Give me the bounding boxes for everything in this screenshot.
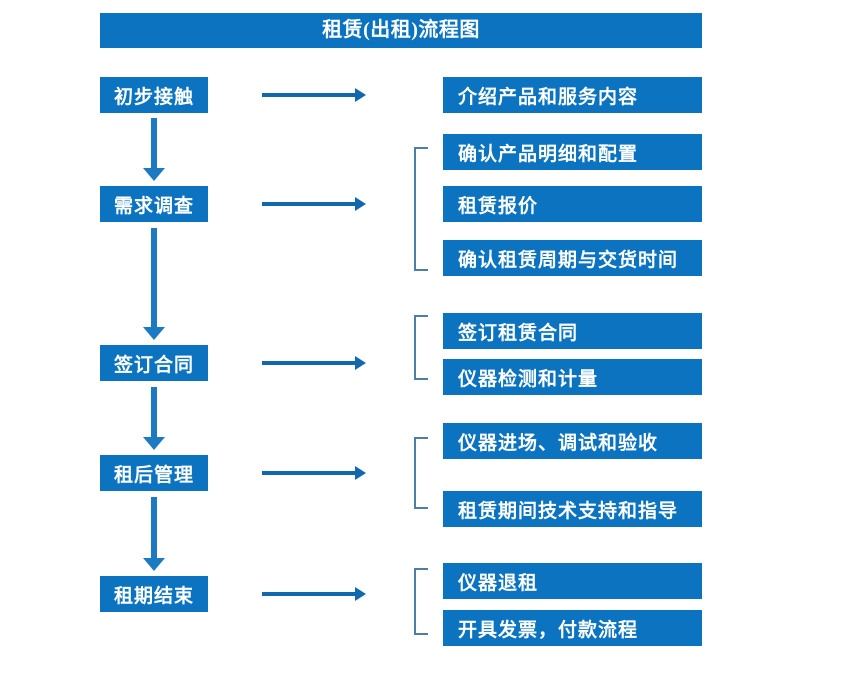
right-arrow-stage1 (262, 86, 366, 104)
right-arrow-stage2 (262, 195, 366, 213)
detail-box-queren-zulin-zhouqi[interactable]: 确认租赁周期与交货时间 (443, 240, 702, 276)
stage-box-zuqi-jieshu[interactable]: 租期结束 (100, 576, 208, 612)
detail-box-zulin-baojia[interactable]: 租赁报价 (443, 186, 702, 222)
bracket-stage5-group (414, 568, 428, 635)
bracket-stage2-group (414, 147, 428, 271)
stage-box-chubu-jiechu[interactable]: 初步接触 (100, 77, 208, 113)
detail-box-kaiju-fapiao-fukuan[interactable]: 开具发票，付款流程 (443, 610, 702, 646)
right-arrow-stage4 (262, 464, 366, 482)
down-arrow-stage3-to-stage4 (143, 387, 165, 450)
stage-box-qianding-hetong[interactable]: 签订合同 (100, 345, 208, 381)
stage-box-xuqiu-diaocha[interactable]: 需求调查 (100, 186, 208, 222)
detail-box-yiqi-jinchang-tiaoshi[interactable]: 仪器进场、调试和验收 (443, 423, 702, 459)
detail-box-queren-chanpin-mingxi[interactable]: 确认产品明细和配置 (443, 134, 702, 170)
detail-box-jieshao-chanpin-fuwu[interactable]: 介绍产品和服务内容 (443, 77, 702, 113)
diagram-title: 租赁(出租)流程图 (100, 13, 702, 48)
down-arrow-stage4-to-stage5 (143, 497, 165, 571)
down-arrow-stage2-to-stage3 (143, 228, 165, 340)
detail-box-zulin-qijian-jishu-zhichi[interactable]: 租赁期间技术支持和指导 (443, 491, 702, 527)
detail-box-qianding-zulin-hetong[interactable]: 签订租赁合同 (443, 313, 702, 349)
down-arrow-stage1-to-stage2 (143, 118, 165, 181)
bracket-stage3-group (414, 315, 428, 380)
bracket-stage4-group (414, 437, 428, 509)
detail-box-yiqi-tuizu[interactable]: 仪器退租 (443, 563, 702, 599)
right-arrow-stage5 (262, 585, 366, 603)
stage-box-zuhou-guanli[interactable]: 租后管理 (100, 455, 208, 491)
right-arrow-stage3 (262, 354, 366, 372)
detail-box-yiqi-jiance-jiliang[interactable]: 仪器检测和计量 (443, 359, 702, 395)
